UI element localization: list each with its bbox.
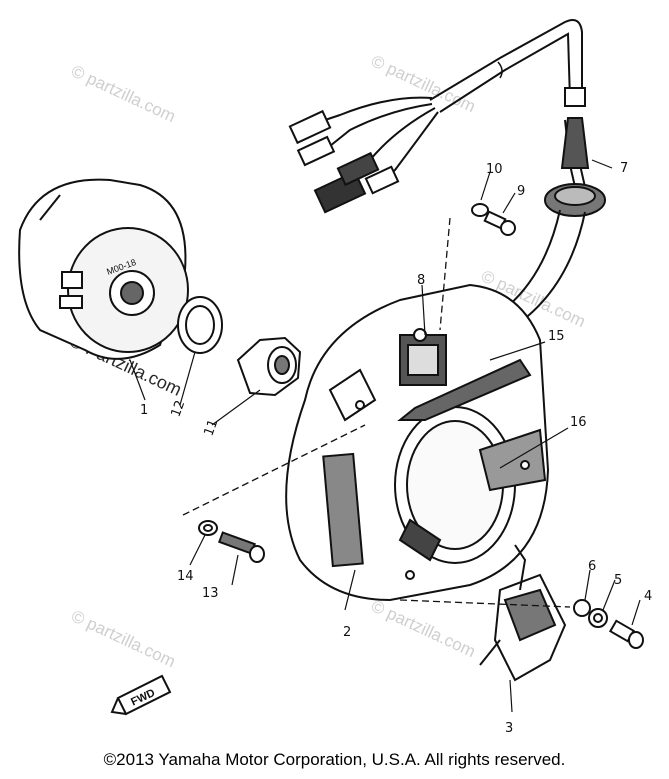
callout-12: 12: [169, 398, 189, 419]
stator-plate: [285, 283, 550, 602]
callout-9: 9: [517, 184, 525, 199]
callout-14: 14: [177, 569, 194, 584]
watermark-text: © partzilla.com: [68, 61, 178, 126]
watermark-text: © partzilla.com: [368, 51, 478, 116]
fasteners-4-5-6: [573, 599, 644, 649]
contact-breaker-unit: [479, 544, 567, 682]
watermark-text: © partzilla.com: [368, 596, 478, 661]
callout-7: 7: [620, 161, 628, 176]
callout-3: 3: [505, 721, 513, 736]
callout-13: 13: [202, 586, 219, 601]
copyright-notice: ©2013 Yamaha Motor Corporation, U.S.A. A…: [103, 750, 566, 769]
fwd-arrow: FWD: [110, 674, 172, 716]
callout-10: 10: [486, 162, 503, 177]
callout-15: 15: [548, 329, 565, 344]
callout-8: 8: [417, 273, 425, 288]
callout-16: 16: [570, 415, 587, 430]
assembly-lines: [182, 217, 571, 608]
watermark-text: © partzilla.com: [68, 606, 178, 671]
callout-6: 6: [588, 559, 596, 574]
callout-5: 5: [614, 573, 622, 588]
callout-4: 4: [644, 589, 652, 604]
fasteners-13-14: [198, 520, 265, 563]
wire-harness: [288, 19, 606, 361]
callout-2: 2: [343, 625, 351, 640]
parts-diagram: © partzilla.com © partzilla.com © partzi…: [18, 19, 652, 736]
leader-lines: [129, 159, 641, 713]
callout-11: 11: [202, 417, 222, 438]
callout-labels: 1 2 3 4 5 6 7 8 9 10 11 12 13 14 15 16: [140, 161, 652, 736]
flywheel-rotor: M00-18: [18, 178, 189, 360]
callout-1: 1: [140, 403, 148, 418]
washer-12: [177, 296, 223, 354]
nut-11: [236, 336, 302, 397]
fasteners-9-10: [471, 203, 516, 236]
